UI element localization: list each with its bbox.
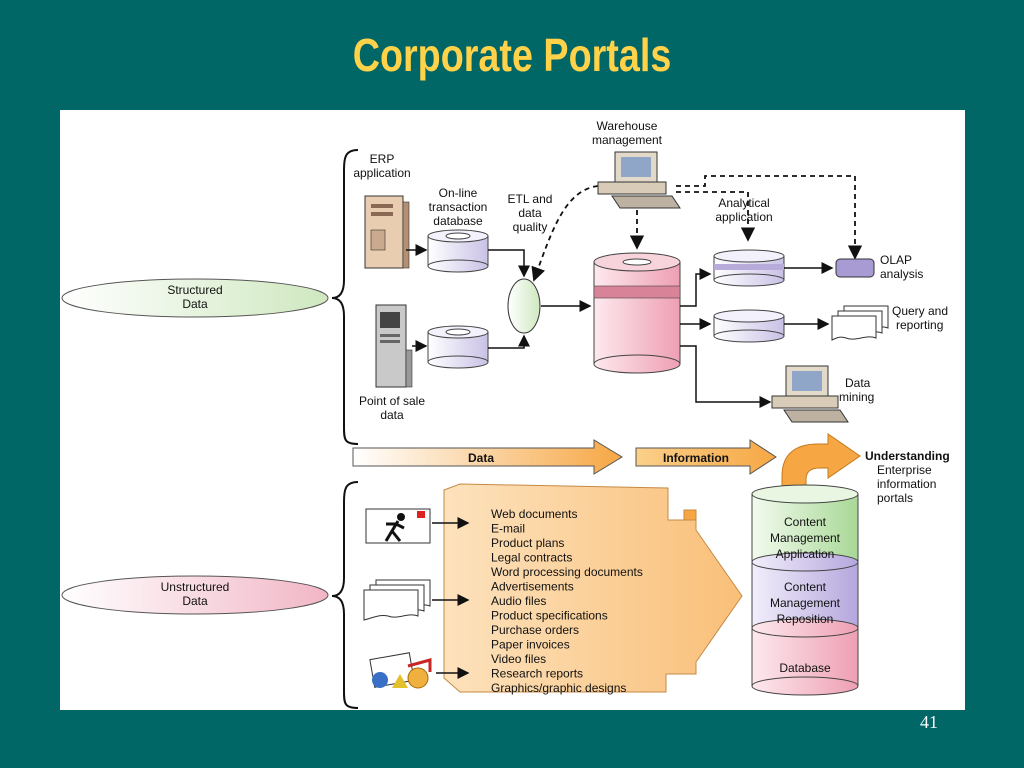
unstructured-item: Word processing documents (491, 565, 643, 579)
diagram-panel: Structured Data Unstructured Data ERP ap… (60, 110, 965, 710)
erp-server-icon: ERP application (353, 152, 411, 269)
running-person-icon (365, 508, 431, 544)
olap-label-1: OLAP (880, 253, 912, 267)
unstructured-item: Web documents (491, 507, 578, 521)
olap-box (835, 258, 875, 278)
etl-label-1: ETL and (508, 192, 553, 206)
pos-label-1: Point of sale (359, 394, 425, 408)
data-mining-computer-icon (771, 365, 849, 423)
erp-label-1: ERP (370, 152, 395, 166)
data-flow-label: Data (468, 451, 494, 465)
unstructured-brace (331, 481, 359, 709)
page-number: 41 (920, 712, 938, 732)
data-mining-label-1: Data (845, 376, 871, 390)
eip-label-2: information (877, 477, 936, 491)
erp-label-2: application (353, 166, 410, 180)
unstructured-item: Purchase orders (491, 623, 579, 637)
eip-label-3: portals (877, 491, 913, 505)
unstructured-item: Research reports (491, 667, 583, 681)
database-label: Database (779, 661, 831, 675)
pos-label-2: data (380, 408, 404, 422)
warehouse-mgmt-label-1: Warehouse (597, 119, 658, 133)
etl-label-3: quality (513, 220, 548, 234)
report-pages-icon (831, 305, 889, 341)
analytical-label-1: Analytical (718, 196, 769, 210)
unstructured-item: Graphics/graphic designs (491, 681, 626, 695)
unstructured-item: Paper invoices (491, 638, 570, 652)
query-disk-icon (713, 309, 785, 343)
unstructured-item: Product specifications (491, 609, 608, 623)
structured-label-1: Structured (167, 283, 222, 297)
audio-pages-icon (363, 579, 431, 621)
query-label-2: reporting (896, 318, 943, 332)
olap-label-2: analysis (880, 267, 923, 281)
unstructured-label-1: Unstructured (161, 580, 230, 594)
structured-data-ellipse: Structured Data (61, 278, 329, 318)
unstructured-item: Video files (491, 652, 546, 666)
slide-title: Corporate Portals (352, 29, 672, 81)
structured-label-2: Data (182, 297, 208, 311)
cm-app-label-3: Application (776, 547, 835, 561)
oltp-label-3: database (433, 214, 483, 228)
eip-label-1: Enterprise (877, 463, 932, 477)
information-flow-label: Information (663, 451, 729, 465)
data-flow-arrow: Data (352, 439, 623, 475)
oltp-disk-icon (427, 229, 489, 273)
unstructured-item: Advertisements (491, 580, 574, 594)
unstructured-items-panel (443, 483, 743, 693)
data-mining-label-2: mining (839, 390, 874, 404)
unstructured-item: Legal contracts (491, 551, 572, 565)
data-warehouse-cylinder (593, 252, 681, 374)
cm-repo-label-2: Management (770, 596, 841, 610)
analytical-disk-icon (713, 249, 785, 287)
content-management-stack (751, 484, 859, 696)
unstructured-item: Product plans (491, 536, 564, 550)
structured-brace (331, 149, 359, 445)
unstructured-item: Audio files (491, 594, 546, 608)
warehouse-mgmt-label-2: management (592, 133, 663, 147)
understanding-label: Understanding (865, 449, 950, 463)
cm-repo-label-1: Content (784, 580, 827, 594)
unstructured-data-ellipse: Unstructured Data (61, 575, 329, 615)
graphics-designs-icon (369, 652, 432, 689)
warehouse-computer-icon (597, 151, 681, 209)
understanding-curved-arrow (781, 433, 861, 495)
pos-terminal-icon: Point of sale data (359, 304, 425, 422)
unstructured-item: E-mail (491, 522, 525, 536)
unstructured-label-2: Data (182, 594, 208, 608)
information-flow-arrow: Information (635, 439, 777, 475)
query-label-1: Query and (892, 304, 948, 318)
etl-node (507, 278, 541, 334)
analytical-label-2: application (715, 210, 772, 224)
oltp-label-2: transaction (429, 200, 488, 214)
etl-label-2: data (518, 206, 542, 220)
pos-disk-icon (427, 325, 489, 369)
cm-repo-label-3: Reposition (777, 612, 834, 626)
oltp-label-1: On-line (439, 186, 478, 200)
cm-app-label-2: Management (770, 531, 841, 545)
cm-app-label-1: Content (784, 515, 827, 529)
